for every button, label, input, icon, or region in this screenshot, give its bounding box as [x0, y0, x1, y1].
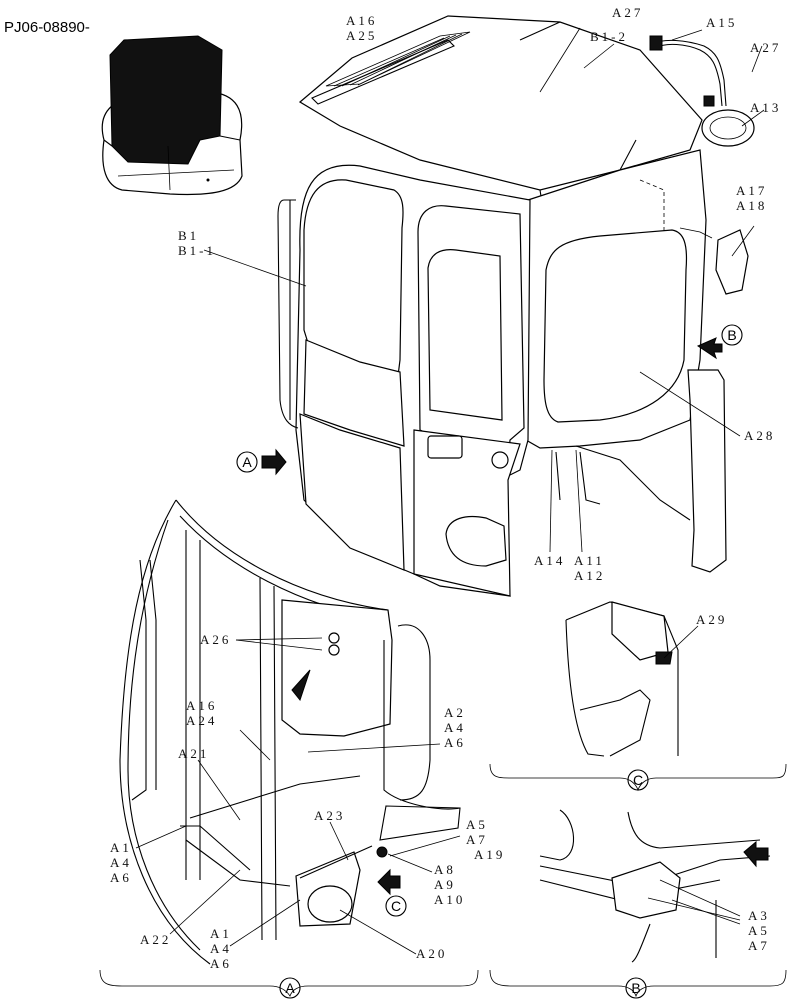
label-a28: A28: [744, 428, 775, 443]
section-brace-b: [489, 969, 787, 998]
section-brace-a: [99, 969, 479, 997]
svg-text:A: A: [285, 980, 295, 996]
svg-text:C: C: [391, 898, 401, 914]
section-b-drawing: [539, 809, 771, 963]
marker-c-section-a: C: [385, 895, 407, 917]
label-a22: A22: [140, 932, 171, 947]
svg-text:B: B: [631, 980, 640, 996]
cab-thumbnail: [101, 35, 243, 196]
label-b1-2: B1-2: [590, 29, 628, 44]
marker-a-caption: A: [279, 977, 301, 999]
section-a-drawing: [119, 499, 461, 965]
marker-c-caption: C: [627, 769, 649, 791]
svg-text:A: A: [242, 454, 252, 470]
marker-a-main: A: [236, 451, 258, 473]
marker-b-main: B: [721, 324, 743, 346]
cab-assembly: [203, 15, 765, 597]
section-c-drawing: [565, 601, 699, 757]
label-a23: A23: [314, 808, 345, 823]
label-a21: A21: [178, 746, 209, 761]
drawing-id: PJ06-08890-: [4, 19, 90, 36]
marker-b-caption: B: [625, 977, 647, 999]
label-a27-top: A27: [612, 5, 643, 20]
label-a14: A14: [534, 553, 565, 568]
label-a27-right: A27: [750, 40, 781, 55]
label-a20: A20: [416, 946, 447, 961]
label-a26: A26: [200, 632, 231, 647]
label-a15: A15: [706, 15, 737, 30]
svg-text:B: B: [727, 327, 736, 343]
svg-text:C: C: [633, 772, 643, 788]
label-a13: A13: [750, 100, 781, 115]
label-a29: A29: [696, 612, 727, 627]
